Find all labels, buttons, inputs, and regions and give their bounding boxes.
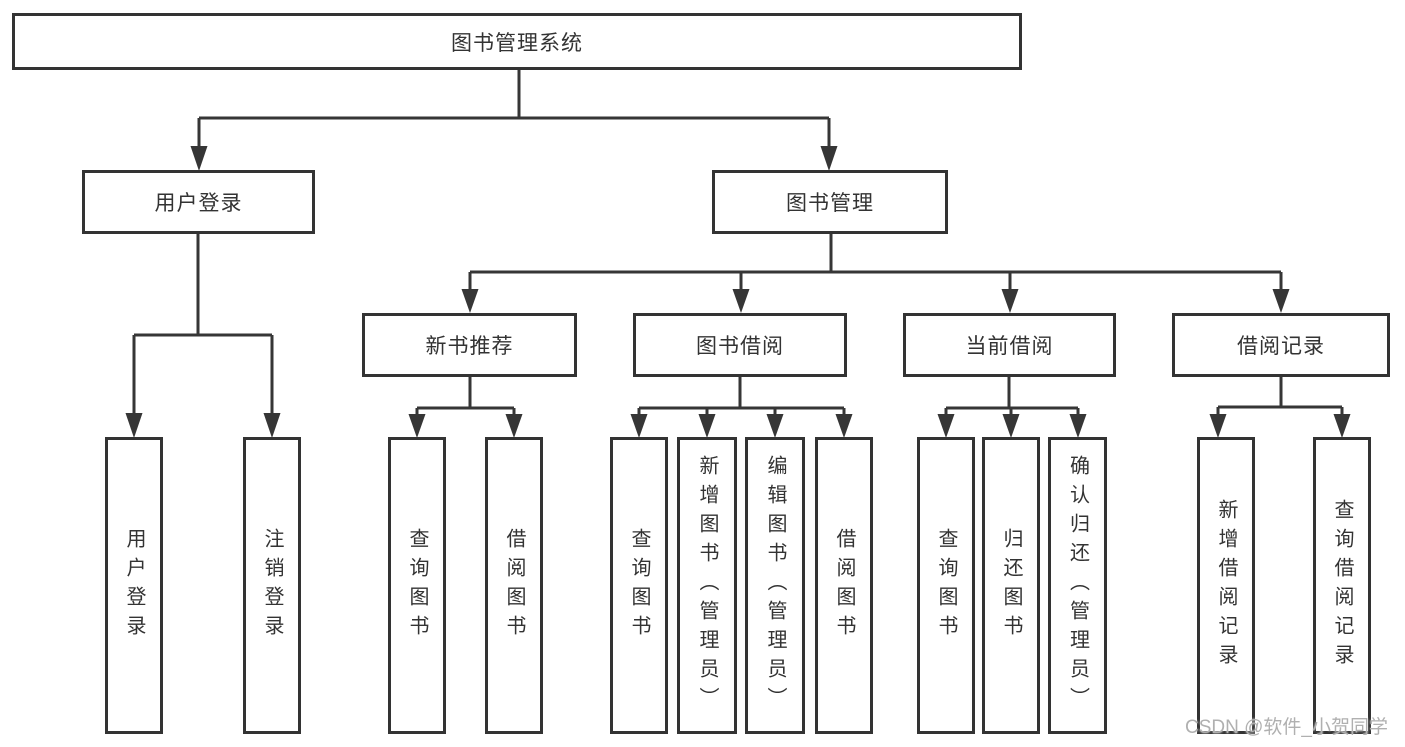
leaf-add-borrow-record: 新增借阅记录 xyxy=(1197,437,1255,734)
node-current-borrowing: 当前借阅 xyxy=(903,313,1116,377)
leaf-borrow-books-borrowing-label: 借阅图书 xyxy=(833,527,855,644)
leaf-edit-book-admin: 编辑图书（管理员） xyxy=(745,437,805,734)
leaf-borrow-books-borrowing: 借阅图书 xyxy=(815,437,873,734)
node-book-borrowing: 图书借阅 xyxy=(633,313,847,377)
leaf-return-books-label: 归还图书 xyxy=(1000,527,1022,644)
leaf-query-books-borrowing: 查询图书 xyxy=(610,437,668,734)
node-root: 图书管理系统 xyxy=(12,13,1022,70)
leaf-edit-book-admin-label: 编辑图书（管理员） xyxy=(764,455,786,716)
node-book-management-label: 图书管理 xyxy=(786,192,874,215)
node-book-borrowing-label: 图书借阅 xyxy=(696,335,784,358)
leaf-query-books-current-label: 查询图书 xyxy=(935,527,957,644)
leaf-query-books-recommend-label: 查询图书 xyxy=(406,527,428,644)
node-new-book-recommendation: 新书推荐 xyxy=(362,313,577,377)
leaf-query-borrow-record-label: 查询借阅记录 xyxy=(1331,498,1353,673)
leaf-query-books-recommend: 查询图书 xyxy=(388,437,446,734)
leaf-borrow-books-recommend-label: 借阅图书 xyxy=(503,527,525,644)
leaf-logout-label: 注销登录 xyxy=(261,527,283,644)
leaf-user-login: 用户登录 xyxy=(105,437,163,734)
leaf-add-borrow-record-label: 新增借阅记录 xyxy=(1215,498,1237,673)
node-borrowing-records-label: 借阅记录 xyxy=(1237,335,1325,358)
node-root-label: 图书管理系统 xyxy=(451,31,583,55)
node-current-borrowing-label: 当前借阅 xyxy=(965,335,1054,358)
leaf-confirm-return-admin-label: 确认归还（管理员） xyxy=(1066,455,1089,716)
node-borrowing-records: 借阅记录 xyxy=(1172,313,1390,377)
leaf-logout: 注销登录 xyxy=(243,437,301,734)
node-user-login-label: 用户登录 xyxy=(154,192,243,215)
node-new-book-recommendation-label: 新书推荐 xyxy=(425,335,514,358)
watermark: CSDN @软件_小贺同学 xyxy=(1185,717,1388,738)
leaf-query-borrow-record: 查询借阅记录 xyxy=(1313,437,1371,734)
leaf-query-books-borrowing-label: 查询图书 xyxy=(628,527,650,644)
leaf-user-login-label: 用户登录 xyxy=(123,527,145,644)
leaf-add-book-admin: 新增图书（管理员） xyxy=(677,437,737,734)
leaf-borrow-books-recommend: 借阅图书 xyxy=(485,437,543,734)
leaf-confirm-return-admin: 确认归还（管理员） xyxy=(1048,437,1107,734)
leaf-query-books-current: 查询图书 xyxy=(917,437,975,734)
node-book-management: 图书管理 xyxy=(712,170,948,234)
leaf-add-book-admin-label: 新增图书（管理员） xyxy=(696,455,718,716)
leaf-return-books: 归还图书 xyxy=(982,437,1040,734)
node-user-login: 用户登录 xyxy=(82,170,315,234)
